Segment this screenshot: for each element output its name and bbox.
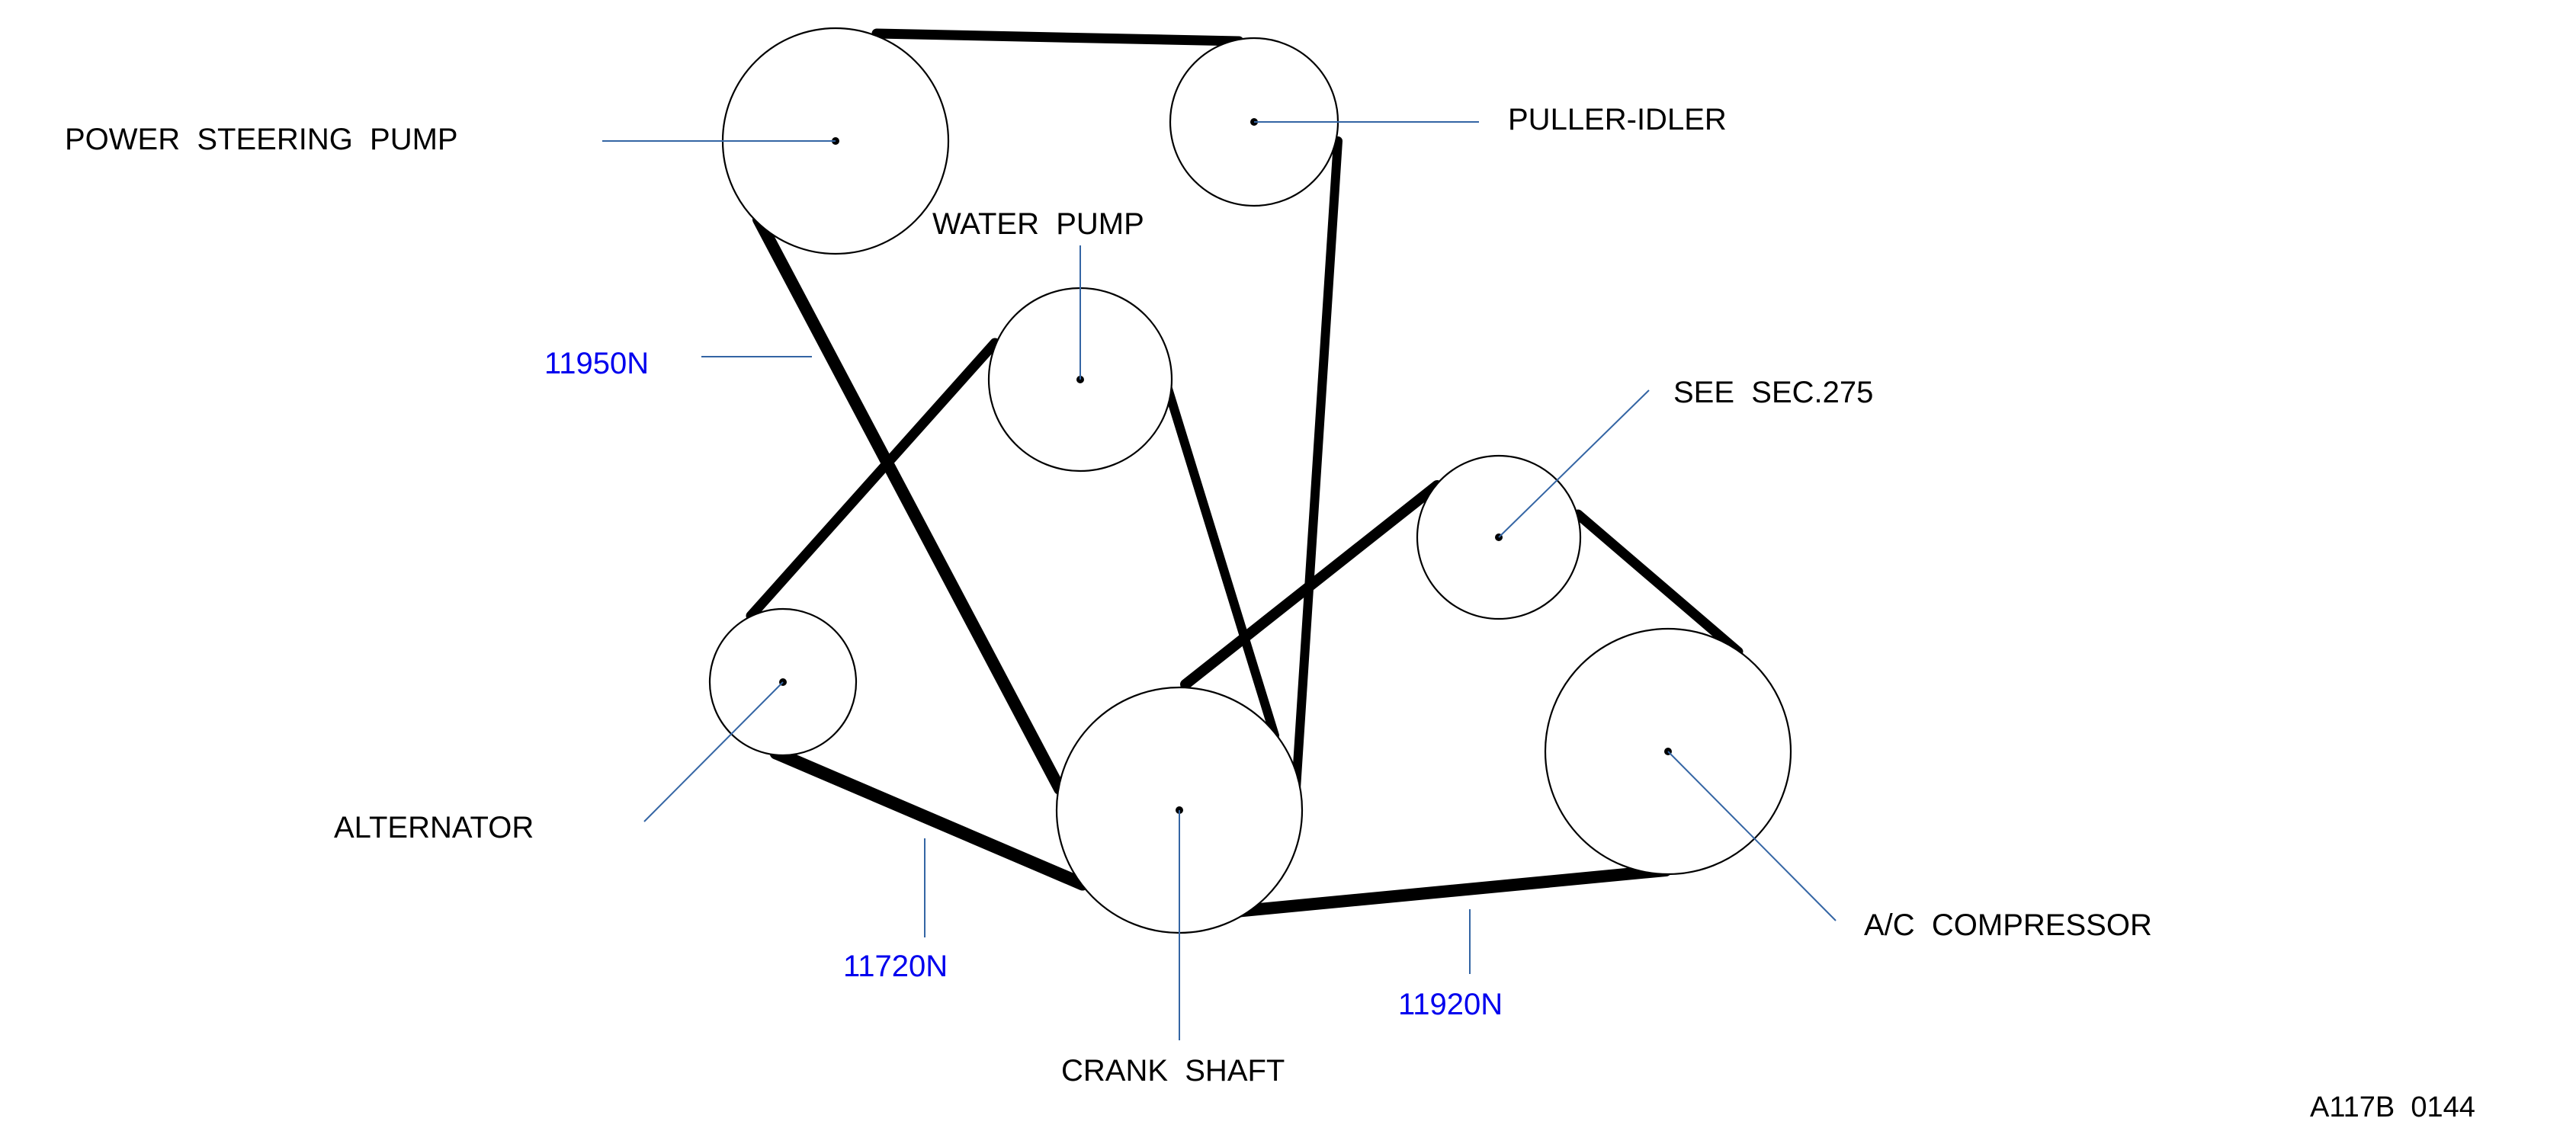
- label-crank-shaft: CRANK SHAFT: [1061, 1054, 1285, 1088]
- leader-ac-compressor: [1667, 751, 1837, 921]
- part-number-11920n: 11920N: [1398, 988, 1503, 1021]
- belt-alt-to-wp: [746, 338, 1000, 621]
- belt-idler2-to-ac: [1573, 509, 1744, 657]
- belt-idler-to-crank: [1291, 136, 1343, 793]
- leader-see-sec: [1498, 389, 1650, 538]
- figure-reference: A117B 0144: [2310, 1091, 2475, 1123]
- label-see-sec: SEE SEC.275: [1673, 376, 1873, 409]
- leader-alternator: [643, 681, 784, 822]
- belt-crank-to-idler2: [1180, 480, 1442, 690]
- part-number-11720n: 11720N: [843, 950, 948, 983]
- label-puller-idler: PULLER-IDLER: [1508, 103, 1727, 136]
- belt-ps-top: [871, 28, 1244, 46]
- belt-alt-to-crank: [769, 746, 1089, 891]
- belt-crank-to-ac: [1221, 864, 1672, 918]
- belt-wp-to-crank: [1163, 384, 1279, 740]
- label-water-pump: WATER PUMP: [932, 207, 1144, 241]
- leader-lines: [602, 121, 1837, 1040]
- label-ac-compressor: A/C COMPRESSOR: [1864, 908, 2152, 942]
- label-power-steering-pump: POWER STEERING PUMP: [65, 123, 458, 156]
- part-number-11950n: 11950N: [544, 347, 649, 380]
- belts: [746, 28, 1744, 918]
- belt-ps-to-crank: [752, 213, 1066, 795]
- label-alternator: ALTERNATOR: [334, 811, 534, 844]
